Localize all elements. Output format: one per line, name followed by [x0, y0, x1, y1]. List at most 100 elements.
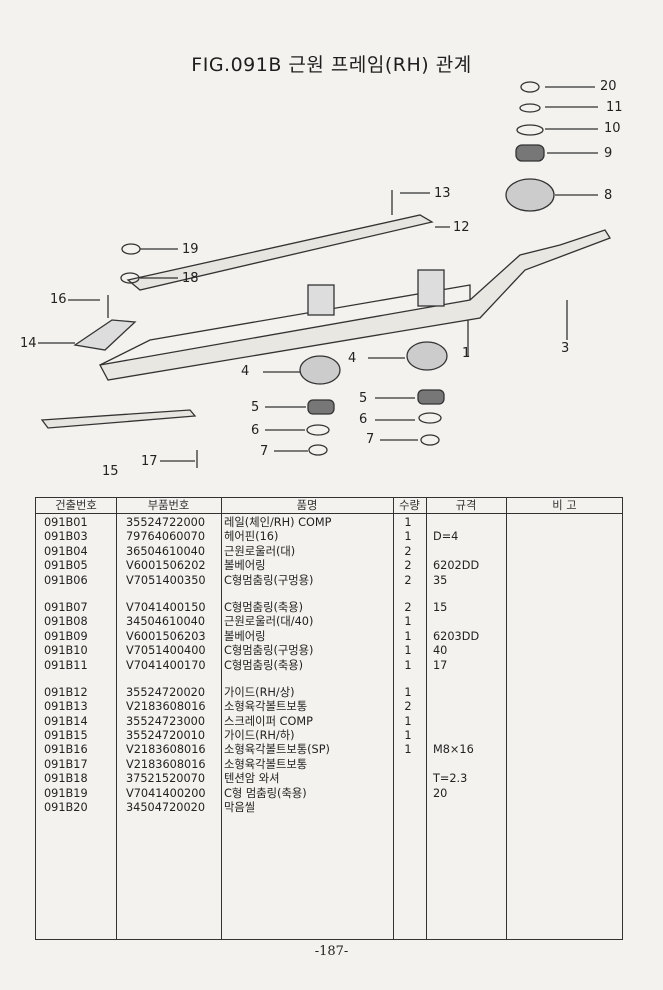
cell-no: 091B04	[44, 544, 88, 558]
cell-no: 091B16	[44, 743, 88, 757]
cell-qty: 1	[404, 729, 412, 743]
cell-name: C형멈춤링(구멍용)	[224, 573, 314, 587]
table-row: 091B11 V7041400170 C형멈춤링(축용) 1 17	[36, 659, 622, 673]
cell-no: 091B05	[44, 559, 88, 573]
callout-7: 7	[260, 444, 269, 459]
cell-spec: 40	[433, 644, 448, 658]
page-number: -187-	[314, 944, 349, 959]
cell-name: 소형육각볼트보통	[224, 700, 308, 714]
callout-4: 4	[241, 364, 250, 379]
cell-no: 091B13	[44, 700, 88, 714]
cell-name: 막음씰	[224, 801, 256, 815]
cell-qty: 2	[404, 573, 412, 587]
cell-name: 근원로울러(대)	[224, 544, 296, 558]
callout-10: 10	[604, 121, 621, 136]
callout-19: 19	[182, 242, 199, 257]
cell-part: V7051400350	[126, 573, 206, 587]
cell-part: V7041400200	[126, 786, 206, 800]
cell-no: 091B03	[44, 530, 88, 544]
table-header: 건출번호 부품번호 품명 수량 규격 비 고	[36, 498, 622, 514]
exploded-parts-diagram	[38, 81, 611, 468]
cell-qty: 1	[404, 615, 412, 629]
cell-part: V7051400400	[126, 644, 206, 658]
cell-no: 091B20	[44, 801, 88, 815]
cell-spec: 6202DD	[433, 559, 480, 573]
cell-part: 34504610040	[126, 615, 206, 629]
callout-4: 4	[348, 351, 357, 366]
header-part-name: 품명	[296, 499, 318, 512]
callout-18: 18	[182, 271, 199, 286]
cell-name: 헤어핀(16)	[224, 530, 279, 544]
callout-20: 20	[600, 79, 617, 94]
callout-16: 16	[50, 292, 67, 307]
header-part-no: 부품번호	[147, 499, 190, 512]
cell-no: 091B01	[44, 516, 88, 529]
header-remarks: 비 고	[552, 499, 577, 512]
cell-name: 소형육각볼트보통	[224, 757, 308, 771]
cell-qty: 1	[404, 714, 412, 728]
cell-name: C형멈춤링(축용)	[224, 600, 304, 614]
cell-name: C형멈춤링(축용)	[224, 658, 304, 672]
cell-qty: 1	[404, 658, 412, 672]
cell-qty: 2	[404, 559, 412, 573]
cell-qty: 1	[404, 685, 412, 699]
cell-no: 091B10	[44, 644, 88, 658]
cell-part: V6001506202	[126, 559, 206, 573]
callout-5: 5	[251, 400, 260, 415]
table-row: 091B13 V2183608016 소형육각볼트보통 2	[36, 700, 622, 714]
cell-part: 35524720010	[126, 729, 206, 743]
cell-part: V7041400170	[126, 658, 206, 672]
cell-name: 가이드(RH/상)	[224, 685, 295, 699]
cell-qty: 1	[404, 530, 412, 544]
cell-name: C형멈춤링(구멍용)	[224, 644, 314, 658]
cell-no: 091B09	[44, 629, 88, 643]
cell-no: 091B18	[44, 772, 88, 786]
callout-7: 7	[366, 432, 375, 447]
callout-8: 8	[604, 188, 613, 203]
cell-part: V2183608016	[126, 700, 206, 714]
cell-no: 091B12	[44, 685, 88, 699]
cell-spec: 20	[433, 786, 448, 800]
cell-no: 091B11	[44, 658, 88, 672]
cell-spec: D=4	[433, 530, 459, 544]
cell-qty: 1	[404, 516, 412, 529]
cell-name: 레일(체인/RH) COMP	[224, 516, 332, 529]
cell-part: 37521520070	[126, 772, 206, 786]
cell-qty: 2	[404, 700, 412, 714]
callout-11: 11	[606, 100, 623, 115]
cell-name: 소형육각볼트보통(SP)	[224, 743, 330, 757]
cell-qty: 1	[404, 629, 412, 643]
callout-9: 9	[604, 146, 613, 161]
cell-name: 볼베어링	[224, 559, 266, 573]
callout-6: 6	[251, 423, 260, 438]
cell-part: 35524720020	[126, 685, 206, 699]
callout-5: 5	[359, 391, 368, 406]
cell-name: C형 멈춤링(축용)	[224, 786, 307, 800]
header-qty: 수량	[399, 499, 420, 512]
cell-no: 091B17	[44, 757, 88, 771]
callout-17: 17	[141, 454, 158, 469]
table-row: 091B12 35524720020 가이드(RH/상) 1	[36, 686, 622, 700]
cell-name: 텐션암 와셔	[224, 772, 280, 786]
cell-spec: 17	[433, 658, 448, 672]
cell-part: V2183608016	[126, 743, 206, 757]
callout-1: 1	[462, 346, 471, 361]
cell-no: 091B14	[44, 714, 88, 728]
cell-spec: 6203DD	[433, 629, 480, 643]
cell-name: 가이드(RH/하)	[224, 729, 295, 743]
cell-spec: 15	[433, 600, 448, 614]
